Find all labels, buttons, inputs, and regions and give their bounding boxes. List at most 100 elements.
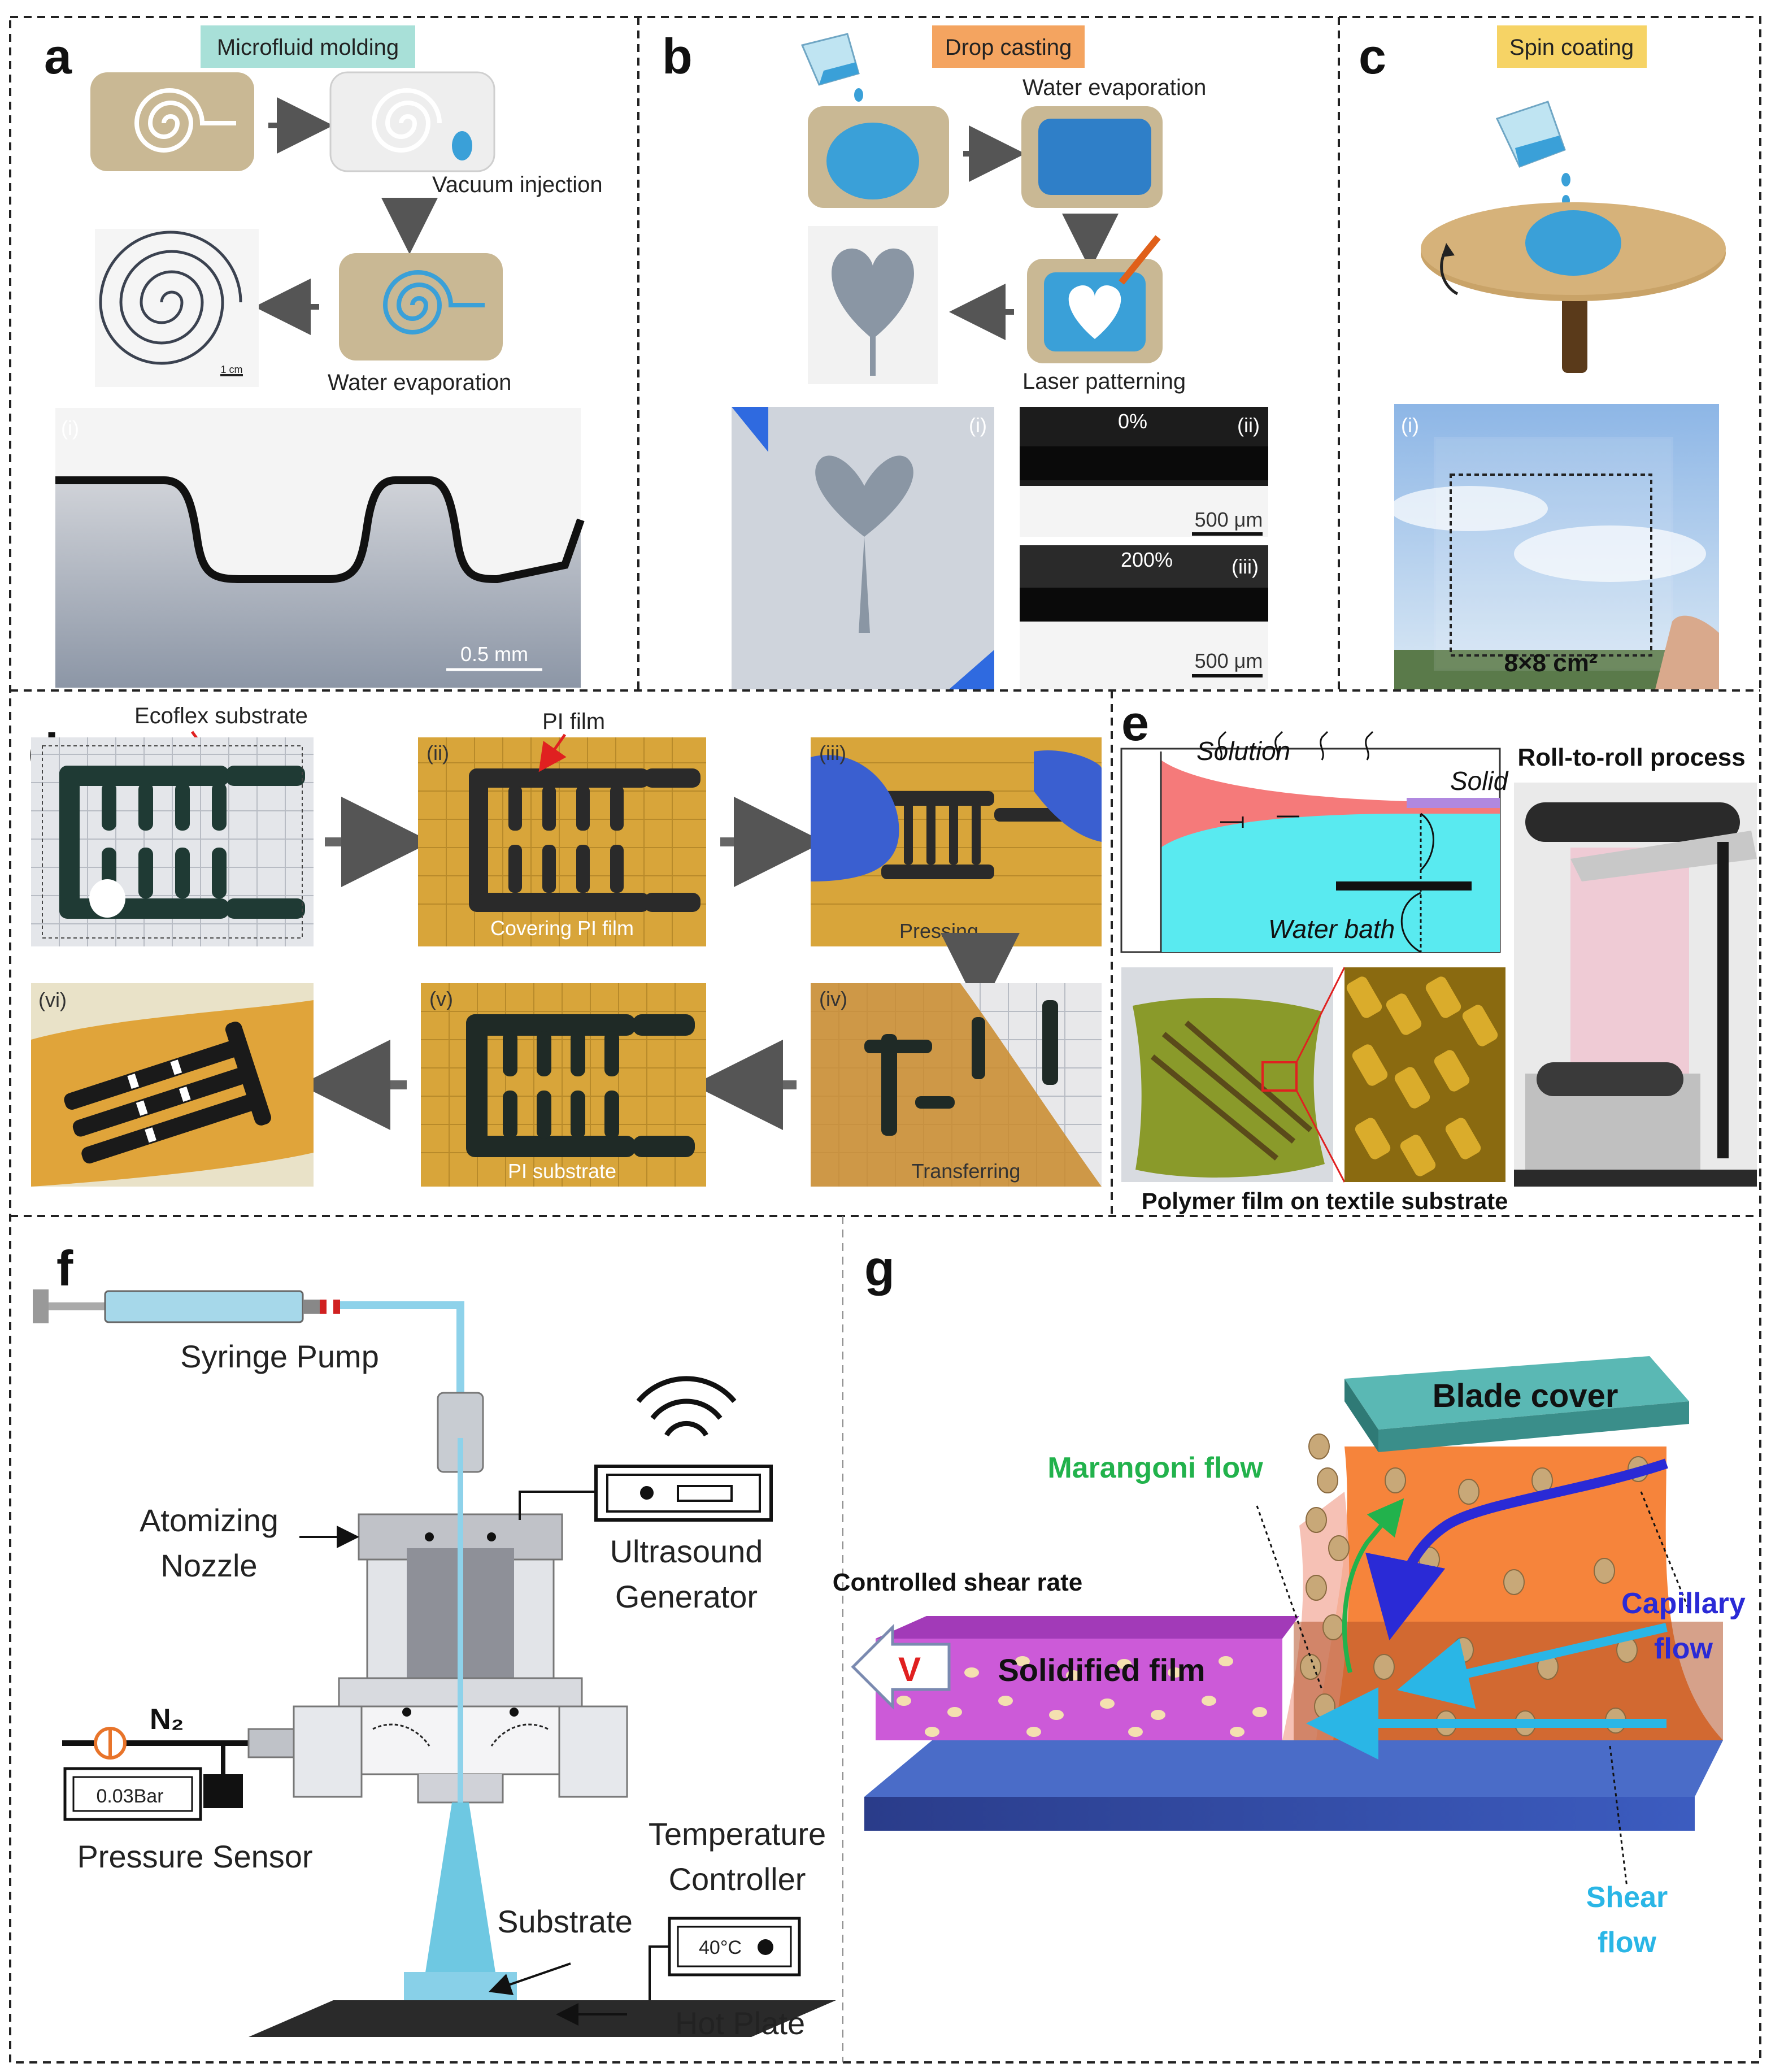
panel-f: f Syringe Pump [33,1240,836,2041]
panel-f-pressure-readout: 0.03Bar [96,1786,163,1807]
water-bath-schematic: Solution Solid Water bath [1120,731,1509,953]
panel-e-caption: Polymer film on textile substrate [1142,1188,1508,1214]
panel-b-strain-200: 200% [1121,548,1173,571]
gas-line-icon [62,1727,295,1808]
pressure-readout: 0.03Bar [63,1767,202,1821]
panel-f-temp-readout: 40°C [699,1937,742,1958]
textile-micrograph [1344,967,1505,1182]
panel-g-shear-1: Shear [1586,1881,1668,1914]
panel-d-tag-v: (v) [429,987,453,1010]
panel-g-blade: Blade cover [1433,1378,1618,1414]
felt-channel-photo: (i) 0.5 mm [55,408,585,688]
panel-b-tag-i: (i) [969,414,987,437]
panel-g-controlled: Controlled shear rate [833,1569,1083,1596]
panel-a-title: Microfluid molding [217,35,399,60]
panel-f-nozzle-1: Atomizing [140,1502,279,1538]
laser-heart-icon [1027,235,1163,363]
photo-d-v: (v) PI substrate [421,983,706,1187]
panel-a-step-vacuum: Vacuum injection [432,172,603,197]
panel-g-shear-2: flow [1598,1926,1657,1959]
panel-f-n2: N₂ [150,1703,184,1736]
panel-e: e Solution Solid Water bath Roll-t [1120,695,1757,1214]
strain-photo-0: 0% (ii) 500 μm [1020,407,1268,537]
panel-e-solution: Solution [1196,736,1290,766]
photo-d-vi: (vi) [31,983,314,1187]
stretched-heart-photo: (i) [732,407,994,689]
panel-d-substrate-label: Ecoflex substrate [134,703,308,728]
panel-b-step-laser: Laser patterning [1022,369,1186,394]
photo-d-ii: (ii) Covering PI film [418,737,706,946]
panel-f-substrate: Substrate [497,1904,633,1939]
panel-d-step-covering: Covering PI film [490,916,634,940]
heart-film-photo [808,226,938,384]
panel-letter-b: b [662,28,693,84]
panel-f-nozzle-2: Nozzle [160,1548,257,1583]
panel-g-marangoni: Marangoni flow [1047,1452,1263,1484]
panel-g-velocity: V [898,1650,921,1688]
panel-f-temp-2: Controller [669,1861,806,1897]
dried-film-icon [1021,106,1163,208]
beaker-pour-icon [800,33,863,102]
panel-b-title-bg [932,25,1085,68]
textile-photo [1121,967,1346,1183]
mold-with-spiral-icon [90,72,254,171]
panel-d-tag-iii: (iii) [819,741,846,764]
strain-photo-200: 200% (iii) 500 μm [1020,545,1268,689]
panel-b-step-water: Water evaporation [1022,75,1206,100]
drop-on-mold-icon [808,106,949,208]
ultrasound-generator-icon [519,1376,773,1522]
transparent-film-photo: (i) 8×8 cm² [1390,404,1719,689]
panel-a-title-bg [201,25,415,68]
spin-coater-icon [1421,101,1726,373]
panel-c-tag-i: (i) [1401,414,1419,437]
photo-d-iii: (iii) Pressing [811,737,1102,946]
panel-c: c Spin coating (i) 8×8 cm² [1359,25,1726,689]
panel-f-pressure-sensor: Pressure Sensor [77,1839,312,1874]
panel-c-title-bg [1497,25,1647,68]
panel-b-tag-ii: (ii) [1237,414,1260,437]
panel-d-pi-pointer [538,733,567,772]
panel-g-capillary-2: flow [1654,1632,1713,1665]
panel-c-size: 8×8 cm² [1504,649,1597,677]
spray-and-plate-icon [249,1802,836,2037]
panel-f-ultra-1: Ultrasound [610,1534,763,1569]
panel-borders [9,16,1761,2064]
panel-a-step-water: Water evaporation [328,370,511,395]
spiral-electrode-photo: 1 cm [95,229,259,387]
panel-a-scale-photo: 0.5 mm [460,642,528,666]
panel-d: d Ecoflex substrate [28,703,1102,1187]
panel-b-title: Drop casting [945,35,1072,60]
panel-b: b Drop casting Water evaporation Laser p… [662,25,1268,689]
panel-letter-f: f [56,1240,73,1296]
panel-letter-c: c [1359,28,1386,84]
panel-f-ultra-2: Generator [615,1579,758,1614]
panel-g-solidified: Solidified film [998,1652,1205,1688]
panel-letter-a: a [44,28,72,84]
temperature-readout: 40°C [649,1917,801,2000]
panel-d-step-substrate: PI substrate [508,1159,616,1183]
panel-a-photo-tag: (i) [61,416,79,440]
panel-d-tag-ii: (ii) [427,741,449,764]
panel-b-strain-0: 0% [1118,410,1147,433]
mold-filled-icon [329,71,495,172]
photo-d-iv: (iv) Transferring [811,983,1102,1187]
panel-f-syringe: Syringe Pump [180,1339,379,1374]
panel-b-scale-1: 500 μm [1195,508,1263,531]
panel-f-hot-plate: Hot Plate [675,2005,805,2041]
panel-letter-g: g [864,1240,895,1296]
panel-e-water-bath: Water bath [1268,914,1395,944]
panel-d-pi-film-label: PI film [542,709,605,734]
panel-d-step-transferring: Transferring [912,1159,1021,1183]
panel-a-scale-small: 1 cm [220,364,242,375]
photo-d-i [31,737,314,946]
panel-g: g Blade cover [833,1240,1746,1959]
panel-b-scale-2: 500 μm [1195,649,1263,672]
panel-d-tag-iv: (iv) [819,987,847,1010]
panel-d-step-pressing: Pressing [899,919,978,942]
blade-coating-scene: Blade cover [851,1356,1723,1888]
panel-c-title: Spin coating [1509,35,1634,60]
panel-f-temp-1: Temperature [649,1816,826,1852]
panel-g-capillary-1: Capillary [1621,1587,1746,1620]
mold-blue-spiral-icon [339,253,503,360]
